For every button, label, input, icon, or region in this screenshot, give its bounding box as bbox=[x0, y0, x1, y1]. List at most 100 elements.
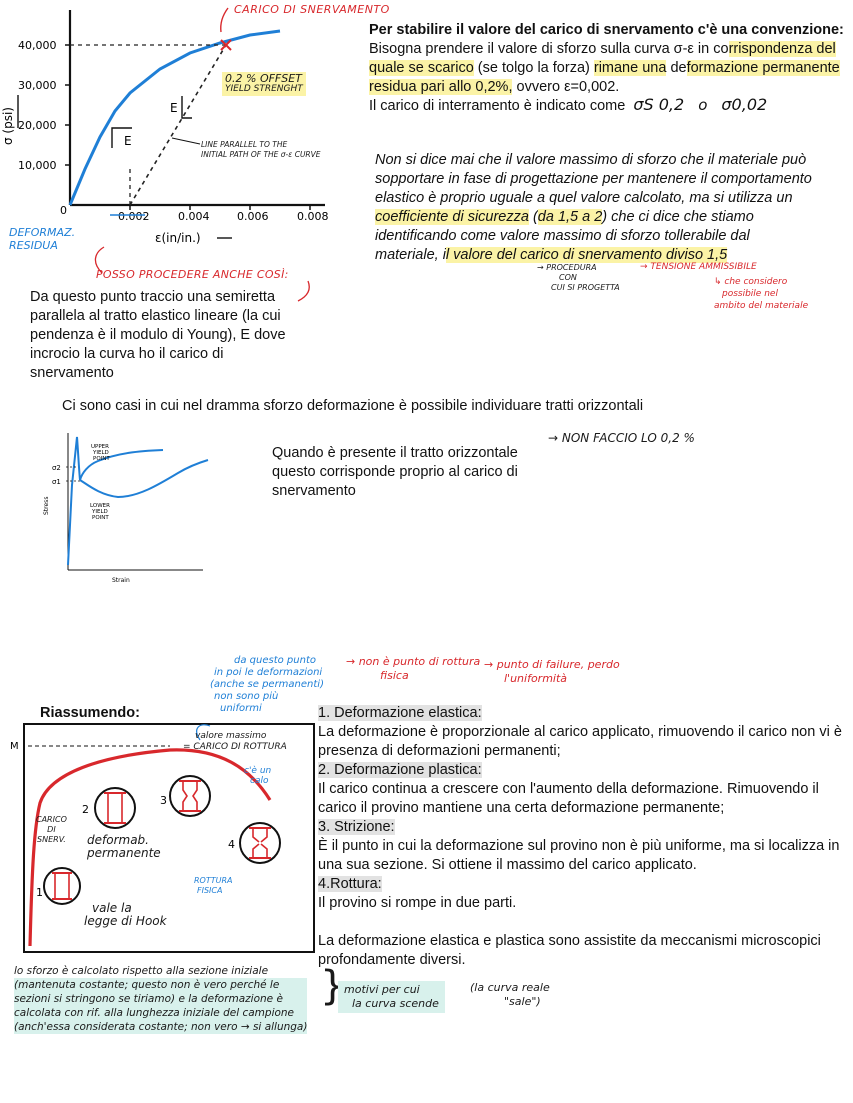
stress-strain-curve bbox=[68, 29, 281, 206]
specimen-bar bbox=[107, 792, 123, 824]
specimen-broken bbox=[252, 828, 268, 858]
step-item: 1. Deformazione elastica: La deformazion… bbox=[318, 704, 850, 761]
convention-paragraph: Bisogna prendere il valore di sforzo sul… bbox=[369, 40, 849, 97]
note-parallel-pointer bbox=[171, 137, 201, 145]
text-run: ovvero ε=0,002. bbox=[512, 79, 620, 95]
y-tick-label: 10,000 bbox=[18, 159, 57, 172]
final-statement: La deformazione elastica e plastica sono… bbox=[318, 933, 821, 968]
stage-number: 1 bbox=[36, 886, 43, 899]
stress-strain-chart: 10,000 20,000 30,000 40,000 0 0.002 0.00… bbox=[1, 10, 329, 245]
note-motivi: motivi per cui la curva scende bbox=[338, 981, 445, 1013]
highlighted-text: rimane una bbox=[593, 60, 667, 76]
note-sforzo-text: (anch'essa considerata costante; non ver… bbox=[14, 1020, 308, 1034]
x-tick-label: 0.008 bbox=[297, 210, 329, 223]
max-label: M bbox=[10, 741, 19, 752]
text-run: ( bbox=[528, 209, 538, 225]
s2-label: σ2 bbox=[52, 464, 61, 472]
note-valore-massimo: valore massimo = CARICO DI ROTTURA bbox=[183, 731, 287, 753]
note-calo-text: c'è un bbox=[244, 766, 272, 776]
x-tick-label: 0.004 bbox=[178, 210, 210, 223]
note-non-rottura: → non è punto di rottura fisica bbox=[346, 655, 480, 683]
diagram-frame bbox=[23, 723, 315, 953]
note-parallel-text: INITIAL PATH OF THE σ-ε CURVE bbox=[201, 150, 321, 159]
y-tick-label: 20,000 bbox=[18, 119, 57, 132]
lower-yield-text: LOWER bbox=[90, 503, 110, 509]
note-residual-text: DEFORMAZ. bbox=[9, 226, 76, 239]
slope-triangle-1 bbox=[111, 127, 132, 148]
stage-number: 4 bbox=[228, 838, 235, 851]
horizontal-tracts-sentence: Ci sono casi in cui nel dramma sforzo de… bbox=[62, 398, 644, 414]
slope-label: E bbox=[124, 134, 132, 148]
note-non-rottura-text: fisica bbox=[380, 669, 409, 682]
upper-yield-text: POINT bbox=[93, 456, 110, 462]
symbol-or: o bbox=[698, 96, 708, 114]
specimen-bar bbox=[54, 872, 70, 900]
note-yield-arrow bbox=[220, 7, 229, 33]
note-sforzo-text: (mantenuta costante; questo non è vero p… bbox=[14, 978, 308, 992]
note-curva-reale: (la curva reale "sale") bbox=[470, 981, 550, 1009]
left-explanation: Da questo punto traccio una semiretta pa… bbox=[30, 289, 286, 381]
stage-number: 2 bbox=[82, 803, 89, 816]
highlighted-text: da 1,5 a 2 bbox=[537, 209, 603, 225]
text-run: Il carico di interramento è indicato com… bbox=[369, 98, 626, 114]
note-motivi-text: la curva scende bbox=[352, 997, 439, 1010]
specimen-1 bbox=[43, 867, 81, 905]
x-tick-label: 0 bbox=[60, 204, 67, 217]
note-non-rottura-text: → non è punto di rottura bbox=[346, 655, 481, 668]
note-procedura-text: → PROCEDURA bbox=[537, 263, 597, 272]
note-rottura-text: ROTTURA bbox=[194, 876, 233, 885]
mid-x-axis-label: Strain bbox=[112, 577, 130, 584]
note-che-text: possibile nel bbox=[722, 289, 778, 299]
step-item: 2. Deformazione plastica: Il carico cont… bbox=[318, 761, 850, 818]
note-motivi-text: motivi per cui bbox=[344, 983, 420, 996]
specimen-2 bbox=[94, 787, 136, 829]
note-carico-text: DI bbox=[47, 825, 56, 834]
note-che-text: ambito del materiale bbox=[714, 301, 809, 311]
specimen-circle bbox=[43, 867, 81, 905]
mid-y-axis-label: Stress bbox=[43, 497, 50, 515]
x-tick-label: 0.006 bbox=[237, 210, 269, 223]
note-sforzo-text: sezioni si stringono se tiriamo) e la de… bbox=[14, 992, 308, 1006]
note-da-text: (anche se permanenti) bbox=[210, 679, 324, 690]
upper-yield-text: YIELD bbox=[92, 450, 109, 456]
yield-point-chart: σ2 σ1 Stress Strain UPPER YIELD POINT LO… bbox=[43, 433, 209, 584]
slope-label: E bbox=[170, 101, 178, 115]
note-offset-line: YIELD STRENGHT bbox=[225, 84, 303, 94]
text-run: Bisogna prendere il valore di sforzo sul… bbox=[369, 41, 729, 57]
upper-yield-text: UPPER bbox=[91, 444, 109, 450]
note-non-faccio: → NON FACCIO LO 0,2 % bbox=[548, 431, 695, 445]
yield-convention-block: Per stabilire il valore del carico di sn… bbox=[369, 21, 849, 116]
x-tick-marks bbox=[129, 205, 311, 210]
step-title: 1. Deformazione elastica: bbox=[318, 705, 482, 721]
stage-number: 3 bbox=[160, 794, 167, 807]
text-run: (se tolgo la forza) bbox=[473, 60, 594, 76]
y-tick-label: 30,000 bbox=[18, 79, 57, 92]
summary-curve bbox=[28, 748, 272, 947]
x-axis-label: ε(in/in.) bbox=[155, 231, 201, 245]
convention-symbol-line: Il carico di interramento è indicato com… bbox=[369, 97, 849, 116]
note-procedura-text: CON bbox=[559, 273, 577, 282]
horizontal-tract-explanation: Quando è presente il tratto orizzontale … bbox=[272, 445, 518, 499]
specimen-4 bbox=[239, 822, 281, 864]
summary-title: Riassumendo: bbox=[40, 705, 140, 721]
note-carico-text: SNERV. bbox=[37, 835, 66, 844]
chart-axes bbox=[68, 10, 325, 207]
note-carico-snerv: CARICO DI SNERV. bbox=[36, 815, 67, 845]
step-body: Il provino si rompe in due parti. bbox=[318, 895, 517, 911]
note-da-text: in poi le deformazioni bbox=[214, 667, 323, 678]
deformation-steps: 1. Deformazione elastica: La deformazion… bbox=[318, 704, 850, 970]
y-tick-label: 40,000 bbox=[18, 39, 57, 52]
note-carico-text: CARICO bbox=[36, 815, 67, 824]
note-failure-text: l'uniformità bbox=[504, 672, 568, 685]
note-tensione: → TENSIONE AMMISSIBILE bbox=[640, 262, 757, 272]
note-deformab-text: permanente bbox=[87, 846, 161, 860]
note-da-text: da questo punto bbox=[234, 655, 316, 666]
step-title: 4.Rottura: bbox=[318, 876, 382, 892]
note-failure-text: → punto di failure, perdo bbox=[484, 658, 620, 671]
note-che-text: ↳ che considero bbox=[714, 277, 788, 287]
note-posso-arrows bbox=[94, 246, 310, 302]
safety-coefficient-block: Non si dice mai che il valore massimo di… bbox=[375, 151, 815, 265]
convention-heading: Per stabilire il valore del carico di sn… bbox=[369, 22, 844, 38]
step-title: 2. Deformazione plastica: bbox=[318, 762, 482, 778]
step-body: La deformazione è proporzionale al caric… bbox=[318, 724, 842, 759]
